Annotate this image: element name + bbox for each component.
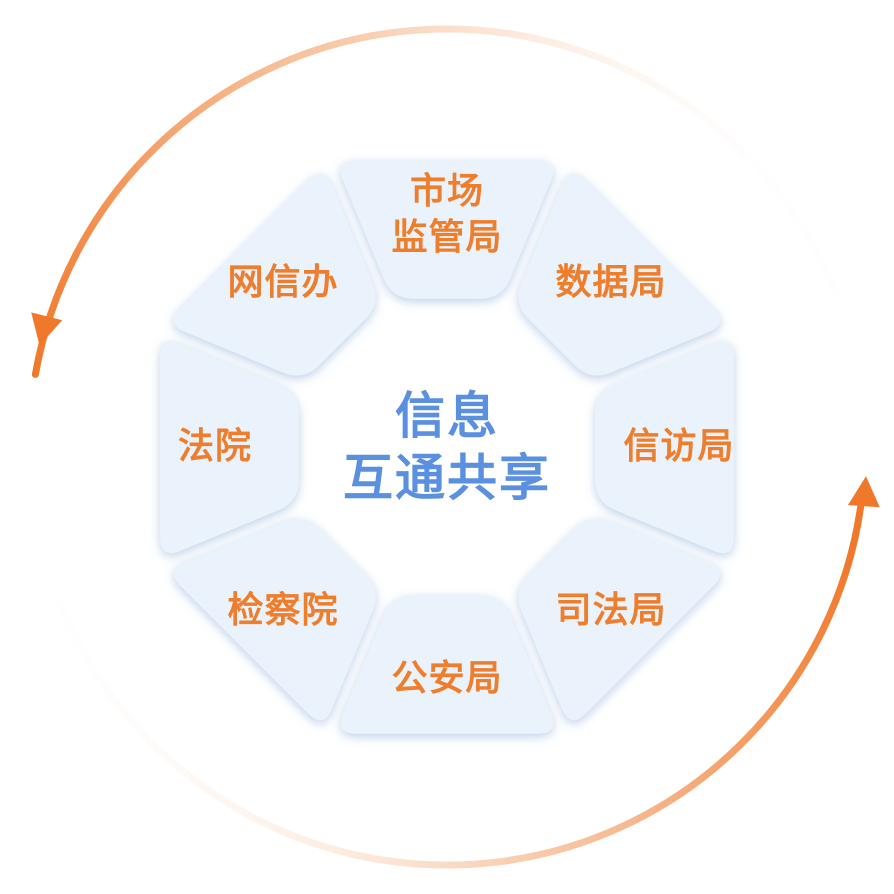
segment-market-supervision (340, 160, 554, 299)
center-title-line2: 互通共享 (343, 449, 551, 507)
label-procuratorate: 检察院 (227, 590, 339, 631)
label-public-security: 公安局 (391, 658, 503, 699)
segment-ring (160, 160, 734, 734)
segment-procuratorate (173, 518, 376, 721)
label-petition-bureau: 信访局 (623, 426, 735, 467)
label-justice-bureau: 司法局 (555, 590, 667, 631)
arrowhead-right-icon (847, 476, 880, 508)
arc-arrow-bottom (55, 501, 865, 869)
center-title-line1: 信息 (395, 387, 499, 445)
arrowhead-left-icon (31, 312, 63, 346)
segment-petition-bureau (595, 340, 734, 554)
label-cyberspace-office: 网信办 (227, 262, 339, 303)
label-market-supervision: 市场 监管局 (391, 171, 503, 258)
center-title: 信息 互通共享 (297, 385, 597, 509)
segment-cyberspace-office (173, 173, 376, 376)
cycle-arrows (31, 25, 880, 869)
arc-arrow-top (31, 25, 839, 378)
segment-data-bureau (518, 173, 721, 376)
segment-justice-bureau (518, 518, 721, 721)
segment-public-security (340, 595, 554, 734)
label-data-bureau: 数据局 (555, 262, 667, 303)
label-court: 法院 (177, 426, 252, 467)
segment-court (160, 340, 299, 554)
